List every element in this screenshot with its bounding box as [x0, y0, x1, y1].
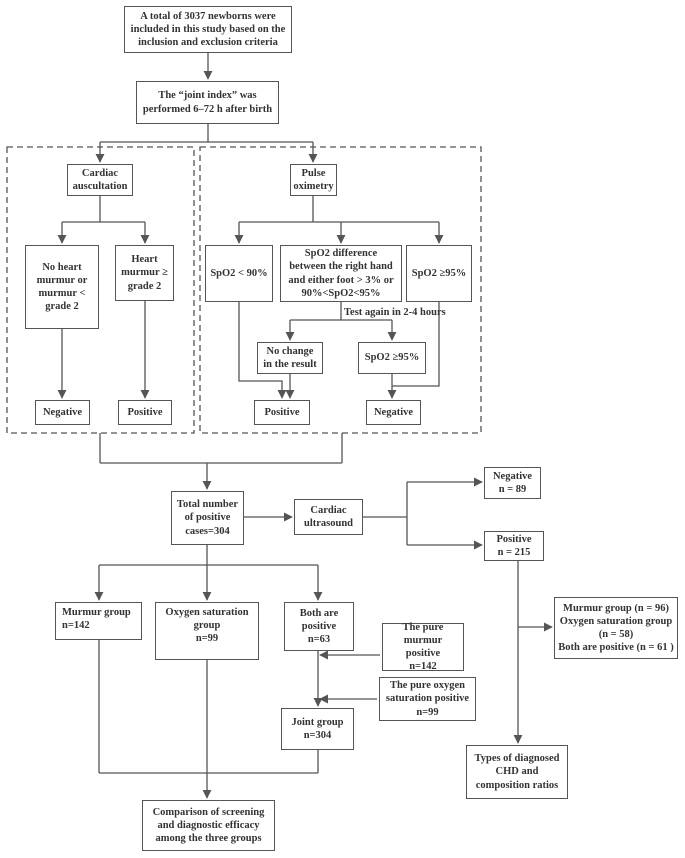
- no-murmur-box: No heart murmur or murmur < grade 2: [25, 245, 99, 329]
- cardiac-auscultation-box: Cardiac auscultation: [67, 164, 133, 196]
- ultrasound-positive-box: Positive n = 215: [484, 531, 544, 561]
- comparison-box: Comparison of screening and diagnostic e…: [142, 800, 275, 851]
- chd-types-box: Types of diagnosed CHD and composition r…: [466, 745, 568, 799]
- no-change-box: No change in the result: [257, 342, 323, 374]
- oximetry-negative-box: Negative: [366, 400, 421, 425]
- total-positive-box: Total number of positive cases=304: [171, 491, 244, 545]
- spo2-95-retest-box: SpO2 ≥95%: [358, 342, 426, 374]
- spo2-95-box: SpO2 ≥95%: [406, 245, 472, 302]
- retest-label: Test again in 2-4 hours: [344, 307, 446, 318]
- murmur-grade2-box: Heart murmur ≥ grade 2: [115, 245, 174, 301]
- joint-index-box: The “joint index” was performed 6–72 h a…: [136, 81, 279, 124]
- pure-murmur-positive-box: The pure murmur positive n=142: [382, 622, 464, 672]
- pure-oxygen-positive-box: The pure oxygen saturation positive n=99: [379, 677, 476, 721]
- joint-group-box: Joint group n=304: [281, 708, 354, 750]
- pulse-oximetry-box: Pulse oximetry: [290, 164, 337, 196]
- auscultation-negative-box: Negative: [35, 400, 90, 425]
- cardiac-ultrasound-box: Cardiac ultrasound: [294, 499, 363, 535]
- oximetry-positive-box: Positive: [254, 400, 310, 425]
- spo2-difference-box: SpO2 difference between the right hand a…: [280, 245, 402, 302]
- auscultation-positive-box: Positive: [118, 400, 172, 425]
- ultrasound-negative-box: Negative n = 89: [484, 467, 541, 499]
- total-newborns-box: A total of 3037 newborns were included i…: [124, 6, 292, 53]
- oximetry-group-frame: [199, 146, 482, 434]
- murmur-group-box: Murmur group n=142: [55, 602, 142, 640]
- both-positive-box: Both are positive n=63: [284, 602, 354, 651]
- positive-breakdown-box: Murmur group (n = 96) Oxygen saturation …: [554, 597, 678, 659]
- spo2-below-90-box: SpO2 < 90%: [205, 245, 273, 302]
- oxygen-saturation-group-box: Oxygen saturation group n=99: [155, 602, 259, 660]
